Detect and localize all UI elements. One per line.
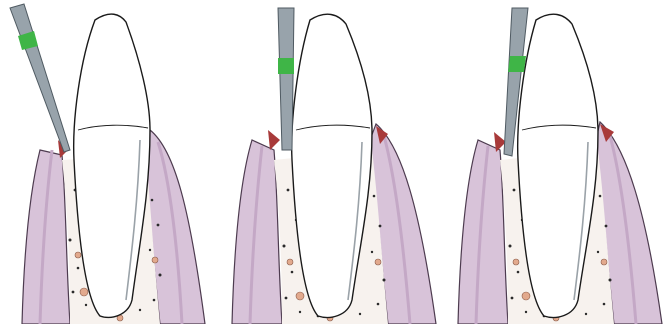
periodontal-probing-diagram <box>0 0 671 324</box>
